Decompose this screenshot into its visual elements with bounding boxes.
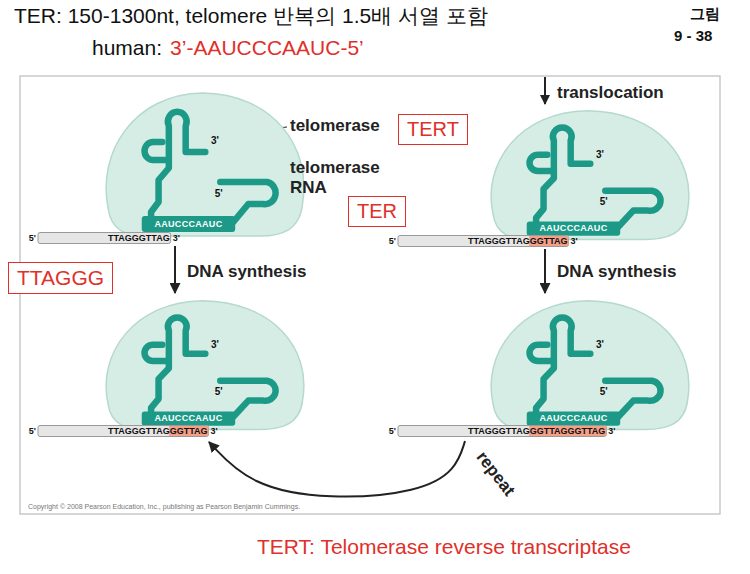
dna-sequence: 5' [389, 426, 396, 437]
end-label: 5' [600, 196, 608, 207]
dna-sequence: TTAGGGTTAG [468, 426, 530, 437]
telomerase-rna [220, 381, 275, 417]
telomerase-rna [530, 345, 554, 361]
dna-strand [38, 426, 208, 437]
step-label: translocation [557, 83, 664, 103]
template-sequence: AAUCCCAAUC [154, 219, 222, 230]
dna-sequence: 5' [29, 426, 36, 437]
translocation-arrow [544, 77, 546, 104]
copyright-note: Copyright © 2008 Pearson Education, Inc.… [28, 503, 300, 511]
dna-sequence: 3' [173, 233, 180, 244]
box-label: TER [357, 200, 397, 223]
figure-frame [20, 76, 720, 514]
dna-sequence: 3' [608, 426, 615, 437]
dna-sequence: 3' [210, 426, 217, 437]
rna-template [142, 216, 235, 232]
definition-note: TERT: Telomerase reverse transcriptase [257, 535, 631, 559]
rna-template [527, 411, 620, 425]
dna-sequence: GGTTAGGGTTAG [530, 426, 606, 437]
label-box: TERT [398, 114, 468, 145]
telomerase-complex: 3' 5' AAUCCCAAUC [22, 294, 314, 441]
dna-sequence: TTAGGGTTAG [468, 236, 530, 247]
dna-sequence: 5' [29, 233, 36, 244]
heading-text: human: [92, 36, 162, 60]
box-label: TTAGGG [17, 266, 104, 290]
dna-strand [38, 233, 171, 244]
dna-strand [398, 426, 606, 437]
telomerase-rna [145, 142, 169, 160]
telomerase-rna [536, 317, 590, 415]
dna-sequence: TTAGGGTTAG [108, 426, 170, 437]
end-label: 3' [211, 339, 219, 350]
heading-text: TER: 150-1300nt, telomere 반복의 1.5배 서열 포함 [14, 4, 488, 28]
new-dna [169, 426, 208, 436]
telomerase-protein [106, 93, 304, 236]
dna-strand [398, 236, 568, 247]
end-label: 3' [596, 339, 604, 350]
heading-text: 그림 [690, 5, 720, 22]
new-dna [529, 236, 568, 246]
telomerase-rna [145, 345, 169, 361]
dna-sequence: GGTTAG [530, 236, 568, 247]
process-arrow [544, 249, 546, 293]
telomerase-rna [151, 112, 205, 220]
heading-text: 3’-AAUCCCAAUC-5’ [170, 36, 364, 60]
end-label: 3' [211, 135, 219, 146]
telomerase-illustration [480, 298, 695, 433]
telomerase-protein [491, 301, 689, 430]
telomerase-illustration [480, 108, 695, 243]
template-sequence: AAUCCCAAUC [539, 223, 607, 234]
end-label: 5' [215, 386, 223, 397]
telomerase-protein [106, 301, 304, 430]
end-label: 5' [215, 188, 223, 199]
step-label: repeat [471, 446, 520, 501]
process-arrow [209, 441, 465, 497]
label-box: TER [348, 196, 406, 227]
telomerase-complex: 3' 5' AAUCCCAAUC [22, 86, 314, 246]
dna-sequence: GGTTAG [170, 426, 208, 437]
template-sequence: AAUCCCAAUC [154, 413, 222, 424]
template-sequence: AAUCCCAAUC [539, 413, 607, 424]
part-label: telomerase RNA [290, 158, 400, 197]
dna-sequence: TTAGGGTTAG [108, 233, 170, 244]
new-dna [529, 426, 606, 436]
step-label: DNA synthesis [187, 262, 306, 282]
dna-sequence: 5' [389, 236, 396, 247]
telomerase-rna [605, 381, 660, 417]
end-label: 5' [600, 386, 608, 397]
box-label: TERT [407, 118, 459, 141]
telomerase-protein [491, 111, 689, 240]
heading-text: 9 - 38 [674, 27, 712, 44]
end-label: 3' [596, 149, 604, 160]
rna-template [142, 411, 235, 425]
telomerase-illustration [95, 298, 310, 433]
telomerase-complex: 3' 5' AAUCCCAAUC [383, 106, 698, 249]
step-label: DNA synthesis [557, 262, 676, 282]
telomerase-rna [536, 127, 590, 225]
telomerase-rna [530, 155, 554, 171]
dna-sequence: 3' [570, 236, 577, 247]
telomerase-illustration [95, 90, 310, 240]
process-arrow [174, 246, 176, 293]
rna-template [527, 221, 620, 235]
telomerase-rna [151, 317, 205, 415]
label-box: TTAGGG [8, 262, 113, 294]
part-label: telomerase [290, 116, 380, 136]
telomerase-complex: 3' 5' AAUCCCAAUC [383, 294, 698, 441]
